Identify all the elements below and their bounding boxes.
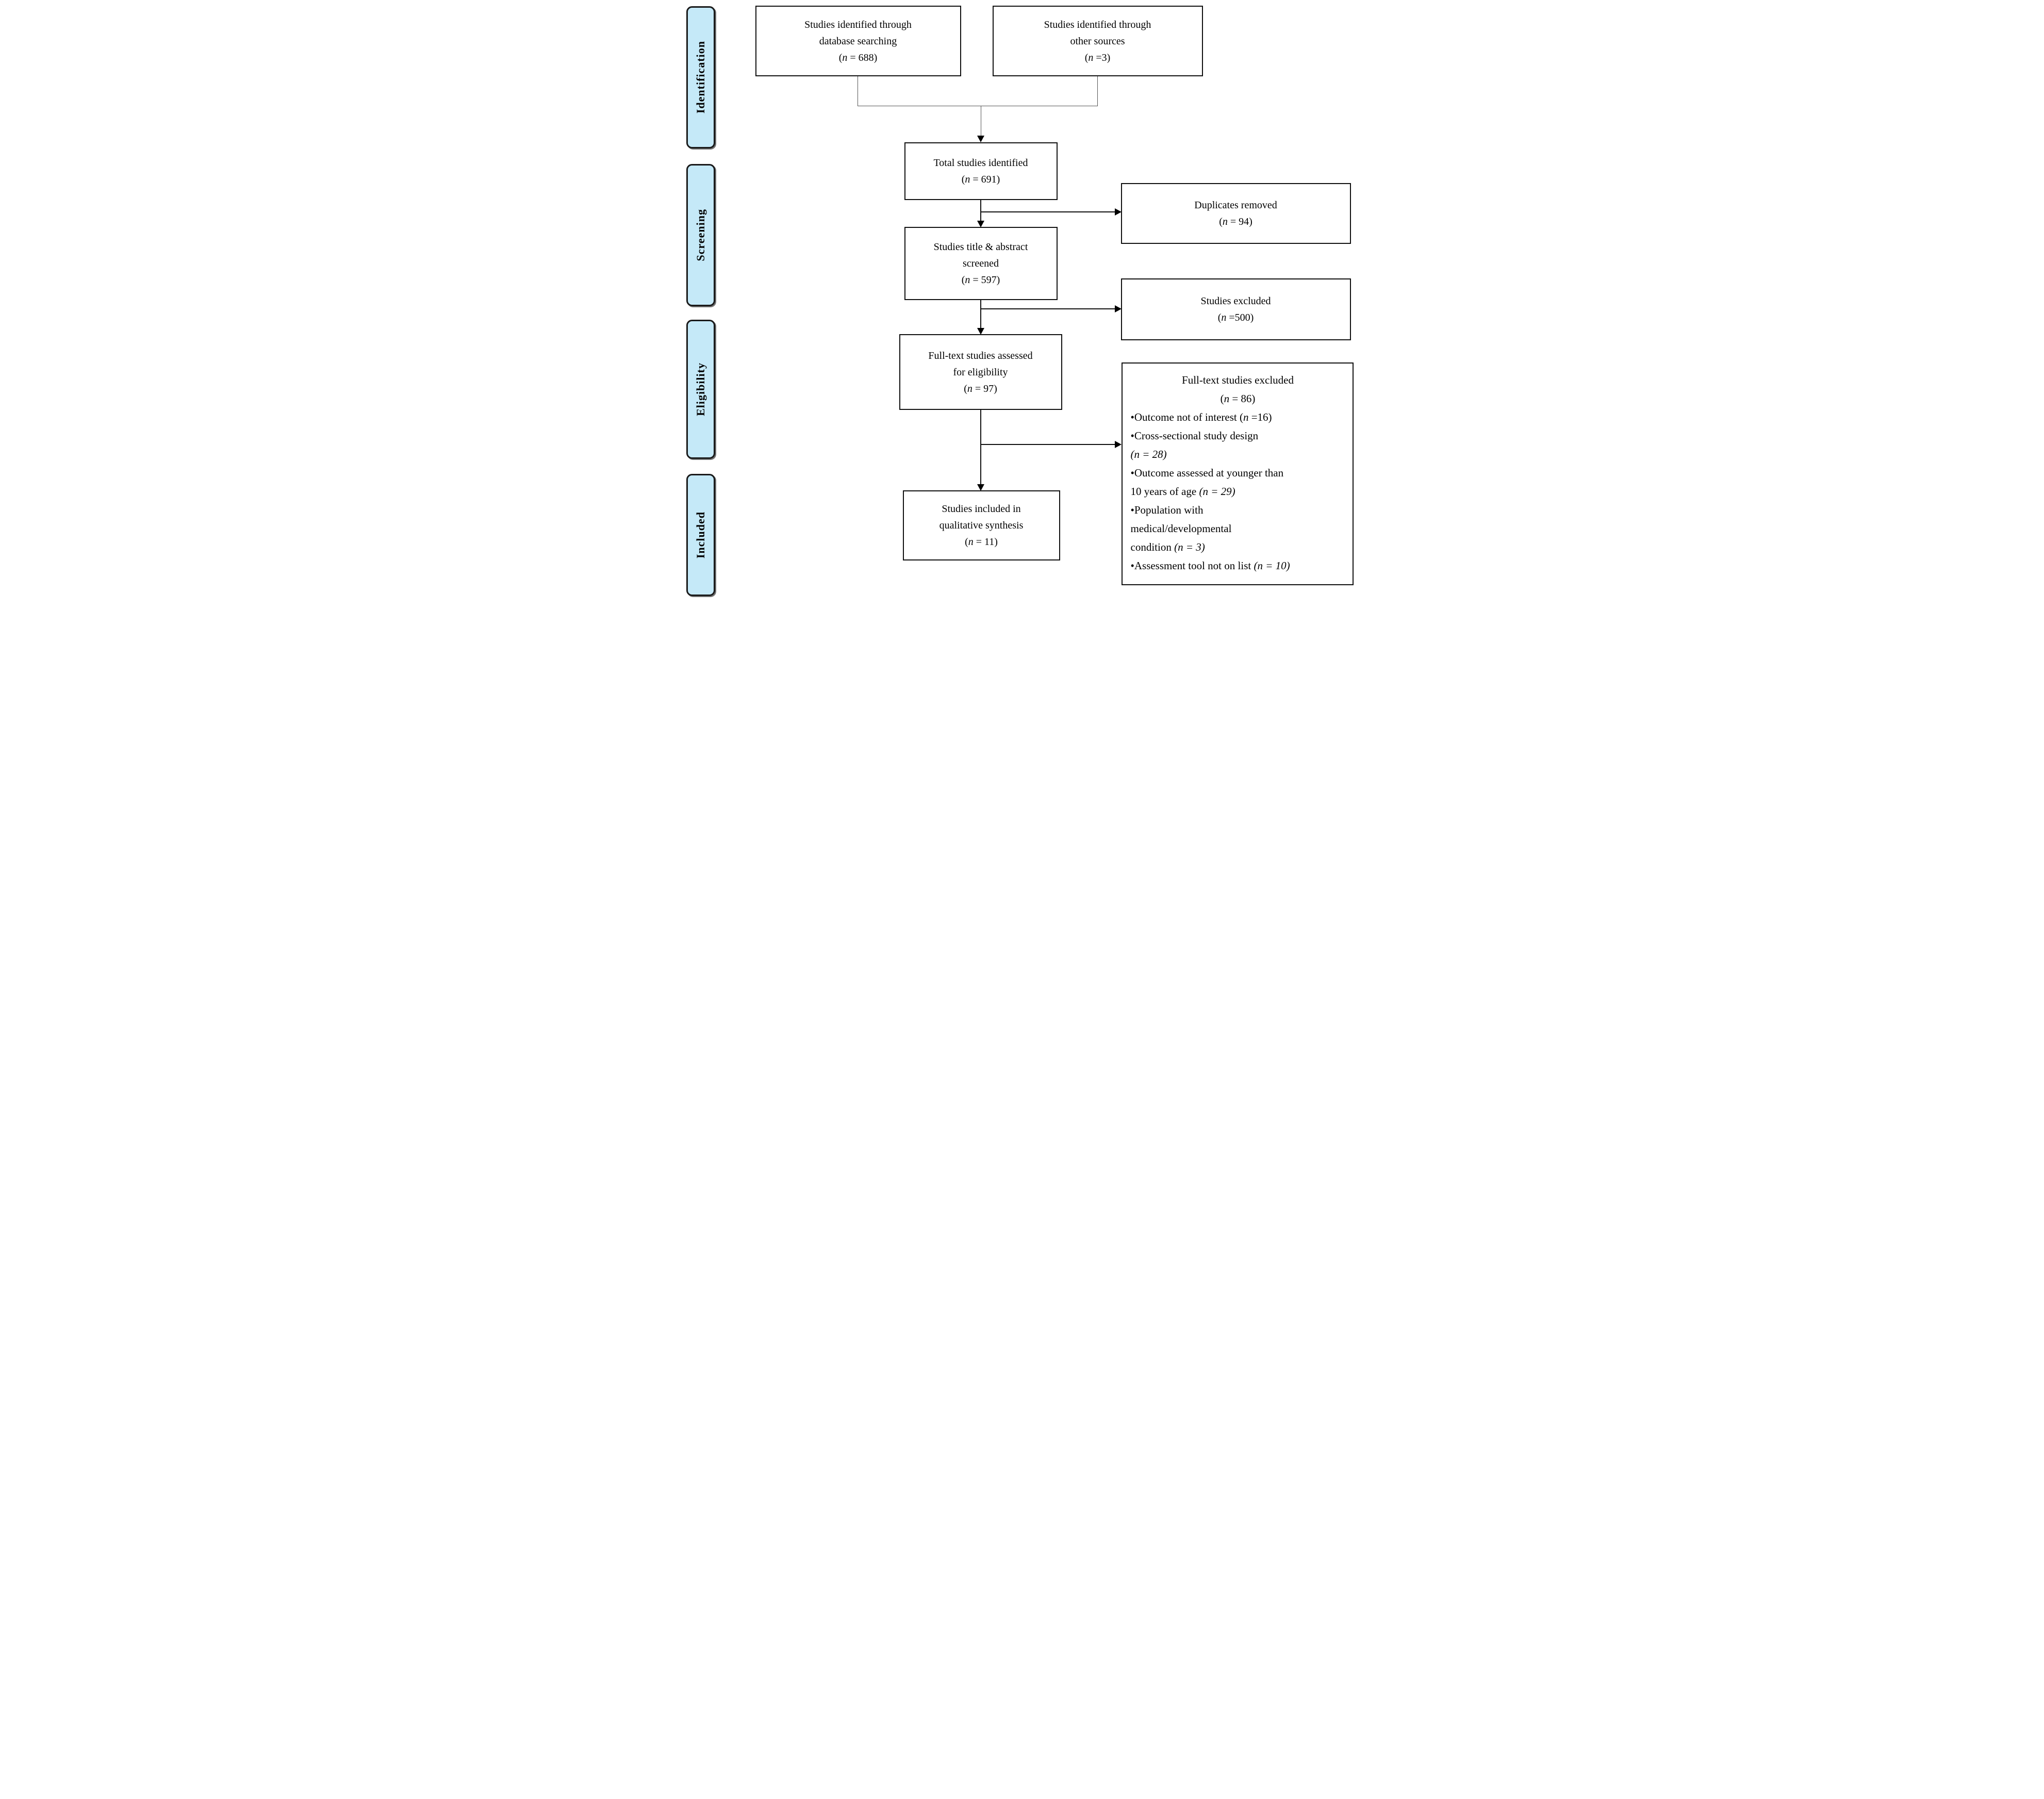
connector-total-to-screened <box>980 200 981 221</box>
arrow-into-fulltext-excluded-icon <box>1114 441 1122 448</box>
box-text-line: Studies identified through <box>804 19 912 30</box>
exclusion-reason: •Outcome not of interest (n =16) <box>1130 411 1272 423</box>
arrow-into-excluded-icon <box>1114 305 1122 312</box>
box-identified-database: Studies identified through database sear… <box>755 6 961 76</box>
box-text-line: Studies excluded <box>1200 295 1271 307</box>
connector-branch-fulltext-excluded <box>980 444 1116 445</box>
box-count: (n =3) <box>1084 52 1111 63</box>
box-text-line: Duplicates removed <box>1194 200 1277 211</box>
box-text-line: Full-text studies assessed <box>928 350 1033 361</box>
box-count: (n = 94) <box>1219 216 1252 227</box>
box-count: (n = 688) <box>838 52 878 63</box>
box-count: (n = 597) <box>961 274 1000 286</box>
box-text-line: screened <box>963 258 999 269</box>
stage-label-text: Identification <box>694 41 707 114</box>
box-count: (n = 691) <box>961 174 1000 185</box>
stage-label-included: Included <box>686 474 715 596</box>
exclusion-reason: •Population with <box>1130 504 1204 516</box>
exclusion-reason: (n = 28) <box>1130 448 1167 460</box>
box-text-line: Studies included in <box>942 503 1021 515</box>
box-studies-excluded: Studies excluded (n =500) <box>1120 278 1351 340</box>
arrow-into-duplicates-icon <box>1114 208 1122 216</box>
connector-branch-duplicates <box>980 211 1116 212</box>
connector-other-sources-down <box>1097 76 1098 106</box>
stage-label-eligibility: Eligibility <box>686 320 715 459</box>
arrow-into-total-icon <box>977 136 984 142</box>
box-text-line: for eligibility <box>953 366 1008 378</box>
box-fulltext-excluded: Full-text studies excluded (n = 86) •Out… <box>1121 362 1354 585</box>
box-text-line: qualitative synthesis <box>939 520 1024 531</box>
box-fulltext-assessed: Full-text studies assessed for eligibili… <box>899 334 1062 410</box>
arrow-into-fulltext-icon <box>977 328 984 335</box>
exclusion-reason: medical/developmental <box>1130 522 1232 535</box>
box-count: (n =500) <box>1217 312 1254 323</box>
box-included-qualitative: Studies included in qualitative synthesi… <box>902 490 1060 560</box>
stage-label-text: Included <box>694 511 707 559</box>
exclusion-reason: •Assessment tool not on list (n = 10) <box>1130 559 1290 572</box>
box-text-line: Total studies identified <box>933 157 1028 169</box>
box-count: (n = 11) <box>965 536 998 548</box>
stage-label-screening: Screening <box>686 164 715 306</box>
exclusion-reason: •Cross-sectional study design <box>1130 430 1259 442</box>
box-total-identified: Total studies identified (n = 691) <box>904 142 1058 200</box>
connector-branch-excluded <box>980 308 1116 309</box>
stage-label-text: Screening <box>694 209 707 261</box>
box-count: (n = 86) <box>1220 392 1256 405</box>
prisma-flow-diagram: Identification Screening Eligibility Inc… <box>681 0 1363 600</box>
stage-label-identification: Identification <box>686 6 715 148</box>
box-duplicates-removed: Duplicates removed (n = 94) <box>1120 183 1351 244</box>
connector-fulltext-to-included <box>980 410 981 484</box>
exclusion-reason: condition (n = 3) <box>1130 541 1205 553</box>
box-title-abstract-screened: Studies title & abstract screened (n = 5… <box>904 227 1058 300</box>
box-title: Full-text studies excluded <box>1182 374 1294 386</box>
arrow-into-included-icon <box>977 484 984 491</box>
box-text-line: Studies title & abstract <box>933 241 1028 253</box>
exclusion-reason: •Outcome assessed at younger than <box>1130 467 1284 479</box>
box-identified-other-sources: Studies identified through other sources… <box>992 6 1203 76</box>
box-text-line: Studies identified through <box>1044 19 1151 30</box>
arrow-into-screened-icon <box>977 221 984 227</box>
connector-screened-to-fulltext <box>980 300 981 328</box>
box-text-line: other sources <box>1070 35 1125 47</box>
box-text-line: database searching <box>819 35 897 47</box>
box-count: (n = 97) <box>964 383 997 394</box>
stage-label-text: Eligibility <box>694 362 707 416</box>
exclusion-reason: 10 years of age (n = 29) <box>1130 485 1235 498</box>
